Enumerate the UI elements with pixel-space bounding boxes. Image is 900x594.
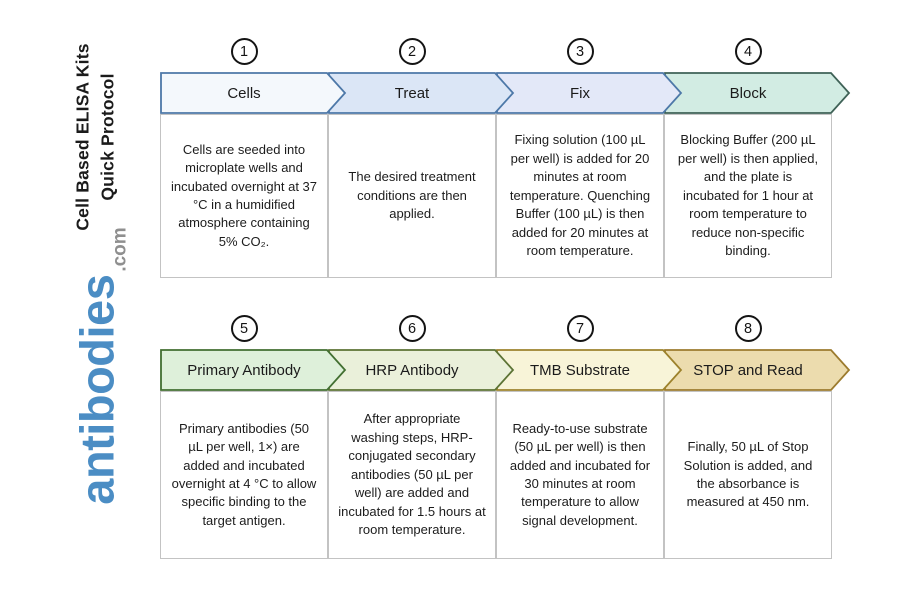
page-title: Cell Based ELISA Kits Quick Protocol (71, 43, 122, 230)
step-column-treat: 2 Treat The desired treatment conditions… (328, 0, 515, 278)
step-description-box: Fixing solution (100 µL per well) is add… (496, 114, 664, 278)
chevron-arrow-path (160, 72, 347, 114)
step-number: 7 (575, 320, 585, 337)
step-description-box: After appropriate washing steps, HRP-con… (328, 391, 496, 559)
step-column-primary-antibody: 5 Primary Antibody Primary antibodies (5… (160, 315, 347, 559)
step-number: 6 (407, 320, 417, 337)
step-arrow: Cells (160, 72, 347, 114)
chevron-arrow-shape (160, 349, 347, 391)
step-number-badge: 7 (566, 315, 594, 342)
step-description: Blocking Buffer (200 µL per well) is the… (677, 132, 819, 259)
protocol-diagram: 1 Cells Cells are seeded into microplate… (160, 0, 860, 559)
step-description-box: Cells are seeded into microplate wells a… (160, 114, 328, 278)
step-column-tmb-substrate: 7 TMB Substrate Ready-to-use substrate (… (496, 315, 683, 559)
logo-wordmark: antibodies (70, 274, 124, 505)
step-arrow: Treat (328, 72, 515, 114)
step-description: Fixing solution (100 µL per well) is add… (509, 132, 651, 259)
page-title-line1: Cell Based ELISA Kits (72, 43, 93, 231)
step-number: 1 (239, 43, 249, 60)
step-description: The desired treatment conditions are the… (348, 169, 476, 222)
step-column-block: 4 Block Blocking Buffer (200 µL per well… (664, 0, 851, 278)
step-number: 8 (743, 320, 753, 337)
step-arrow: TMB Substrate (496, 349, 683, 391)
step-label: TMB Substrate (529, 361, 631, 379)
step-label: Treat (394, 84, 430, 102)
step-number-badge: 6 (398, 315, 426, 342)
step-description: Finally, 50 µL of Stop Solution is added… (683, 439, 813, 510)
step-description-box: Ready-to-use substrate (50 µL per well) … (496, 391, 664, 559)
step-label: Cells (227, 84, 261, 102)
step-description-box: The desired treatment conditions are the… (328, 114, 496, 278)
step-number-badge: 8 (734, 315, 762, 342)
step-number-badge: 1 (230, 38, 258, 65)
step-label: Primary Antibody (187, 361, 301, 379)
step-description: Primary antibodies (50 µL per well, 1×) … (171, 420, 317, 528)
step-number: 5 (239, 320, 249, 337)
step-arrow: HRP Antibody (328, 349, 515, 391)
protocol-row-1: 1 Cells Cells are seeded into microplate… (160, 0, 860, 278)
step-column-hrp-antibody: 6 HRP Antibody After appropriate washing… (328, 315, 515, 559)
step-arrow: Primary Antibody (160, 349, 347, 391)
step-label: Block (729, 84, 767, 102)
step-description: After appropriate washing steps, HRP-con… (338, 411, 486, 538)
antibodies-logo: antibodies .com (70, 227, 131, 505)
step-description: Ready-to-use substrate (50 µL per well) … (509, 420, 651, 528)
step-description-box: Primary antibodies (50 µL per well, 1×) … (160, 391, 328, 559)
step-arrow: STOP and Read (664, 349, 851, 391)
step-number: 4 (743, 43, 753, 60)
step-number: 2 (407, 43, 417, 60)
page-title-line2: Quick Protocol (98, 73, 118, 201)
step-number-badge: 5 (230, 315, 258, 342)
step-description-box: Finally, 50 µL of Stop Solution is added… (664, 391, 832, 559)
step-label: Fix (570, 84, 590, 102)
step-label: STOP and Read (693, 361, 803, 379)
step-arrow: Block (664, 72, 851, 114)
protocol-row-2: 5 Primary Antibody Primary antibodies (5… (160, 315, 860, 559)
step-column-stop-and-read: 8 STOP and Read Finally, 50 µL of Stop S… (664, 315, 851, 559)
chevron-arrow-shape (160, 72, 347, 114)
step-number-badge: 3 (566, 38, 594, 65)
step-number: 3 (575, 43, 585, 60)
logo-domain-suffix: .com (109, 227, 131, 272)
step-arrow: Fix (496, 72, 683, 114)
step-column-fix: 3 Fix Fixing solution (100 µL per well) … (496, 0, 683, 278)
chevron-arrow-path (160, 349, 347, 391)
step-description: Cells are seeded into microplate wells a… (171, 141, 317, 249)
step-label: HRP Antibody (365, 361, 459, 379)
step-description-box: Blocking Buffer (200 µL per well) is the… (664, 114, 832, 278)
step-number-badge: 4 (734, 38, 762, 65)
step-number-badge: 2 (398, 38, 426, 65)
step-column-cells: 1 Cells Cells are seeded into microplate… (160, 0, 347, 278)
